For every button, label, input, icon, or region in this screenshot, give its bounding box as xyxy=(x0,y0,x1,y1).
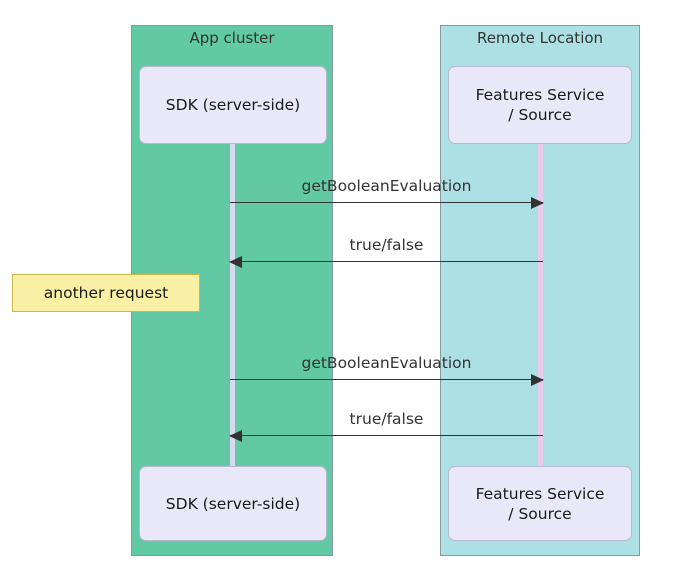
arrow-left-icon xyxy=(229,256,242,268)
message-2[interactable]: true/false xyxy=(229,236,543,268)
note-another-request[interactable]: another request xyxy=(12,274,200,312)
message-4-line xyxy=(230,435,543,436)
message-3[interactable]: getBooleanEvaluation xyxy=(230,354,544,386)
participant-box-features-service-bottom[interactable]: Features Service / Source xyxy=(448,466,632,541)
lifeline-app-cluster xyxy=(230,143,235,467)
message-2-line xyxy=(230,261,543,262)
message-2-label: true/false xyxy=(349,236,424,254)
participant-title-remote-location: Remote Location xyxy=(476,29,604,47)
message-gap-strip xyxy=(333,25,440,556)
arrow-right-icon xyxy=(531,374,544,386)
message-1-line xyxy=(230,202,543,203)
lifeline-remote-location xyxy=(538,143,543,467)
message-1-label: getBooleanEvaluation xyxy=(301,177,472,195)
arrow-left-icon xyxy=(229,430,242,442)
message-4[interactable]: true/false xyxy=(229,410,543,442)
message-4-label: true/false xyxy=(349,410,424,428)
participant-box-sdk-top[interactable]: SDK (server-side) xyxy=(139,66,327,144)
participant-title-app-cluster: App cluster xyxy=(189,29,275,47)
arrow-right-icon xyxy=(531,197,544,209)
message-3-line xyxy=(230,379,543,380)
message-3-label: getBooleanEvaluation xyxy=(301,354,472,372)
participant-box-sdk-bottom[interactable]: SDK (server-side) xyxy=(139,466,327,541)
message-1[interactable]: getBooleanEvaluation xyxy=(230,177,544,209)
participant-box-features-service-top[interactable]: Features Service / Source xyxy=(448,66,632,144)
